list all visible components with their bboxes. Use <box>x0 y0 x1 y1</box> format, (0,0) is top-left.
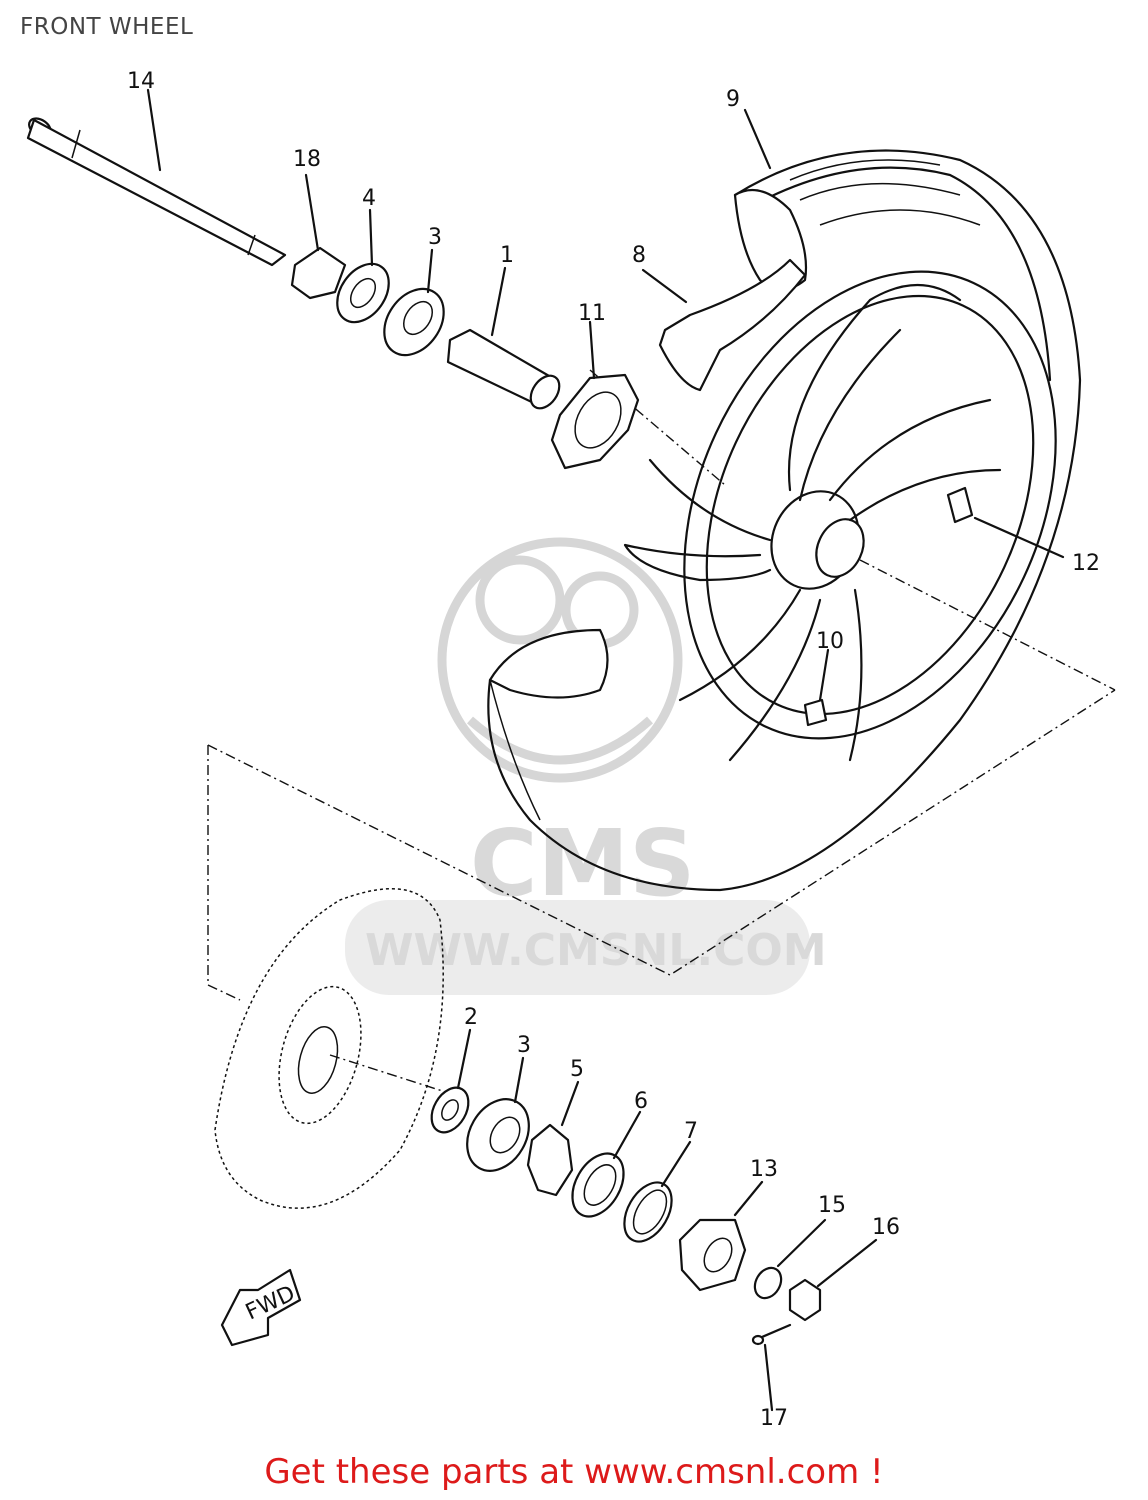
oil-seal-lower-part <box>571 1110 642 1218</box>
oil-seal-part <box>336 208 390 324</box>
callout-1: 1 <box>500 243 514 268</box>
forward-direction-arrow: FWD <box>220 1268 302 1347</box>
wheel-assembly <box>487 108 1082 892</box>
callout-17: 17 <box>760 1406 788 1431</box>
collar-lower-part <box>430 1028 472 1134</box>
callout-8: 8 <box>632 243 646 268</box>
footer-link[interactable]: Get these parts at www.cmsnl.com ! <box>264 1452 884 1492</box>
dust-seal-part <box>623 1140 692 1243</box>
callout-10: 10 <box>816 629 844 654</box>
clutch-part <box>550 320 640 470</box>
callout-13: 13 <box>750 1157 778 1182</box>
collar-part <box>290 173 347 300</box>
callout-6: 6 <box>634 1089 648 1114</box>
callout-9: 9 <box>726 87 740 112</box>
callout-18: 18 <box>293 147 321 172</box>
fork-outline <box>214 888 444 1209</box>
callout-2: 2 <box>464 1005 478 1030</box>
callout-15: 15 <box>818 1193 846 1218</box>
cotter-pin-part <box>751 1323 792 1412</box>
retainer-part <box>526 1080 580 1197</box>
watermark-logo: CMS <box>470 810 695 917</box>
callout-4: 4 <box>362 186 376 211</box>
front-axle <box>26 88 287 267</box>
spacer-part <box>446 266 561 410</box>
meter-gear-unit-part <box>678 1180 764 1292</box>
cms-watermark: CMS WWW.CMSNL.COM <box>345 537 827 995</box>
callout-numbers: 14 18 4 3 1 11 8 9 12 10 2 3 5 6 7 13 15… <box>127 69 1100 1431</box>
axle-nut-part <box>788 1238 878 1322</box>
washer-part <box>753 1218 827 1300</box>
callout-7: 7 <box>684 1119 698 1144</box>
watermark-url: WWW.CMSNL.COM <box>365 925 827 976</box>
callout-16: 16 <box>872 1215 900 1240</box>
callout-11: 11 <box>578 301 606 326</box>
diagram-title: FRONT WHEEL <box>20 14 194 40</box>
callout-14: 14 <box>127 69 155 94</box>
callout-5: 5 <box>570 1057 584 1082</box>
bearing-lower-part <box>466 1056 530 1172</box>
callout-12: 12 <box>1072 551 1100 576</box>
callout-3-lower: 3 <box>517 1033 531 1058</box>
bearing-upper-part <box>383 248 445 357</box>
callout-3-upper: 3 <box>428 225 442 250</box>
